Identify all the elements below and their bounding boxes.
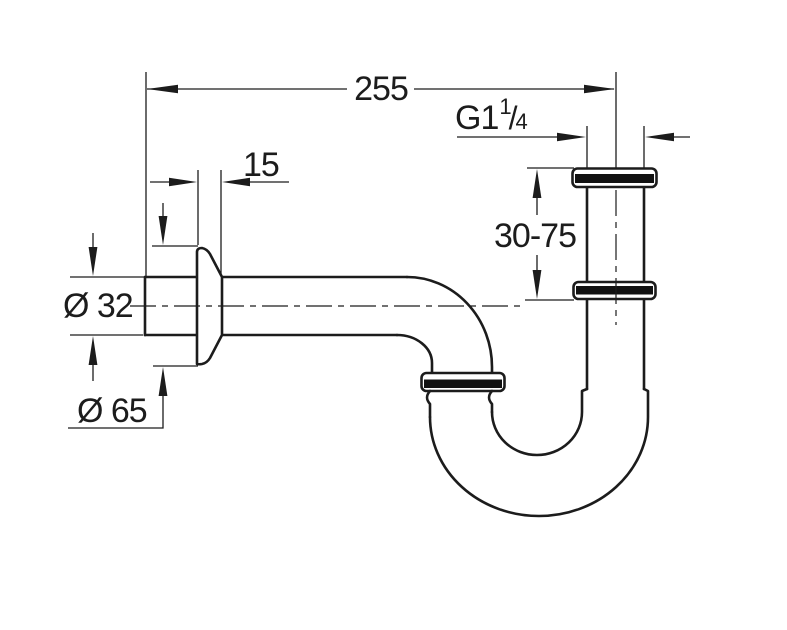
dim-d32-label: Ø 32 <box>63 287 133 325</box>
u-bend-inner-arc <box>490 387 589 457</box>
below-nut-right-edge <box>487 389 494 414</box>
dimension-255: 255 <box>145 70 617 276</box>
trap-body-outline <box>143 167 658 518</box>
thread-size-label: G11/4 <box>455 94 528 137</box>
center-lines <box>130 190 617 325</box>
tailpipe-top-collar-band <box>575 174 654 183</box>
arrowhead-right-icon <box>584 84 615 94</box>
arrowhead-right-icon <box>645 132 674 142</box>
below-nut-left-edge <box>425 389 432 419</box>
elbow-outer-edge <box>405 275 494 375</box>
arrowhead-up-icon <box>88 336 98 365</box>
leader-line <box>68 394 164 429</box>
dimension-diameter-32: Ø 32 <box>63 233 144 381</box>
tailpipe-lower-collar-band <box>576 286 653 295</box>
tailpipe-lower-edges <box>585 298 646 391</box>
dim-255-label: 255 <box>354 70 408 108</box>
dimension-15: 15 <box>150 146 289 276</box>
arrowhead-left-icon <box>557 132 586 142</box>
elbow-inner-edge <box>395 333 434 375</box>
arrowhead-down-icon <box>88 247 98 276</box>
dimension-diameter-65: Ø 65 <box>68 203 198 430</box>
arrowhead-down-icon <box>158 216 168 245</box>
dimension-thread-g1-14: G11/4 <box>455 94 690 168</box>
tailpipe-upper-edges <box>585 185 646 284</box>
arrowhead-up-icon <box>158 367 168 396</box>
dim-d65-label: Ø 65 <box>77 392 147 430</box>
arrowhead-right-icon <box>222 177 250 187</box>
arrowhead-up-icon <box>532 169 542 198</box>
u-bend-outer-arc <box>428 387 650 518</box>
arrowhead-left-icon <box>147 84 178 94</box>
left-union-nut-band <box>424 379 502 388</box>
dim-15-label: 15 <box>243 146 279 184</box>
arrowhead-down-icon <box>532 270 542 299</box>
dimension-30-75: 30-75 <box>494 167 577 301</box>
dim-30-75-label: 30-75 <box>494 217 576 255</box>
arrowhead-left-icon <box>169 177 197 187</box>
